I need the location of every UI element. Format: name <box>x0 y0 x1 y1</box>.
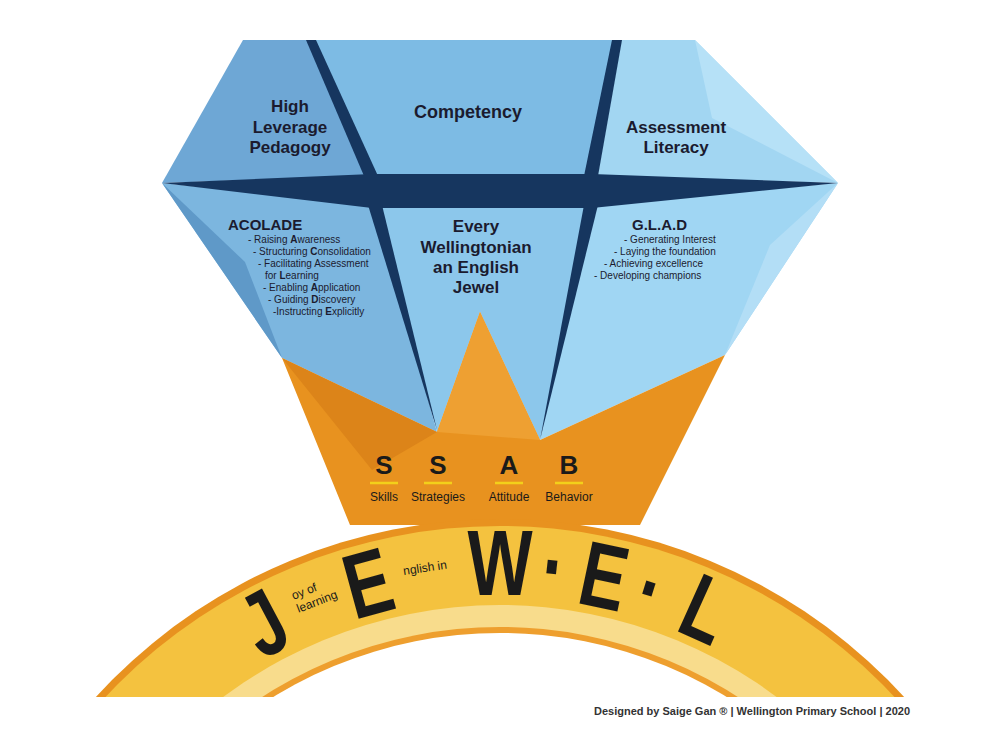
list-item: - Guiding Discovery <box>268 294 374 306</box>
list-item: - Raising Awareness <box>248 234 374 246</box>
facet-highlight <box>695 40 838 183</box>
ssab-letter: S <box>375 450 392 481</box>
diamond-facet <box>590 40 838 183</box>
label-holder: Attitude <box>489 490 530 504</box>
ssab-letter: B <box>560 450 579 481</box>
item-text: xplicitly <box>332 306 364 317</box>
ssab-letter: S <box>429 450 446 481</box>
item-text: earning <box>286 270 319 281</box>
ssab-word: Behavior <box>545 490 592 504</box>
item-text: pplication <box>318 282 360 293</box>
facet-heading: Competency <box>388 100 548 126</box>
letter-underline <box>495 482 523 485</box>
label-holder: W <box>467 517 532 609</box>
label-holder: · <box>626 541 676 636</box>
letter-underline <box>555 482 583 485</box>
crown <box>282 312 725 525</box>
facet-title: G.L.A.D <box>594 216 725 234</box>
item-text: -Instructing <box>273 306 325 317</box>
list-item: - Structuring Consolidation <box>253 246 374 258</box>
facet-highlight <box>725 183 838 355</box>
ring-dot: · <box>538 519 571 613</box>
item-text: - Structuring <box>253 246 310 257</box>
key-letter: C <box>310 246 317 257</box>
label-holder: Strategies <box>411 490 465 504</box>
ring-word: nglish in <box>403 557 449 578</box>
diamond-girdle <box>162 174 838 208</box>
label-holder: Skills <box>370 490 398 504</box>
diamond <box>162 40 838 440</box>
item-text: - Guiding <box>268 294 311 305</box>
ssab-word: Strategies <box>411 490 465 504</box>
ssab-letter: A <box>500 450 519 481</box>
facet-heading: Assessment Literacy <box>616 116 736 161</box>
ring-letter: L <box>668 559 744 660</box>
facet-title: Every Wellingtonian an English Jewel <box>416 217 536 299</box>
list-item: - Laying the foundation <box>614 246 725 258</box>
label-holder: nglish in <box>403 557 449 578</box>
key-letter: L <box>279 270 285 281</box>
facet-title: High Leverage Pedagogy <box>242 97 338 158</box>
facet-list: ACOLADE- Raising Awareness- Structuring … <box>226 214 376 320</box>
ring-dot: · <box>626 541 676 636</box>
item-text: - Raising <box>248 234 290 245</box>
facet-shade <box>162 183 282 358</box>
ssab-word: Attitude <box>489 490 530 504</box>
ring-word: oy of learning <box>290 571 347 616</box>
label-holder: A <box>500 450 519 481</box>
item-text: - Enabling <box>263 282 311 293</box>
label-holder: · <box>538 519 571 613</box>
label-holder: L <box>668 559 744 660</box>
letter-underline <box>370 482 398 485</box>
list-item: - Facilitating Assessment for Learning <box>258 258 374 282</box>
key-letter: A <box>290 234 297 245</box>
facet-edge <box>584 40 622 176</box>
label-holder: E <box>571 526 635 626</box>
label-holder: oy of learning <box>290 571 347 616</box>
key-letter: A <box>311 282 318 293</box>
facet-list: G.L.A.D- Generating Interest- Laying the… <box>592 214 727 284</box>
crown-highlight <box>437 312 540 440</box>
key-letter: E <box>325 306 332 317</box>
ring-cut <box>0 697 999 740</box>
credit-line: Designed by Saige Gan ® | Wellington Pri… <box>594 705 910 718</box>
crown-body <box>282 312 725 525</box>
facet-title: ACOLADE <box>228 216 374 234</box>
facet-title: Assessment Literacy <box>618 118 734 159</box>
list-item: - Generating Interest <box>624 234 725 246</box>
label-holder: B <box>560 450 579 481</box>
ssab-word: Skills <box>370 490 398 504</box>
ring-letter: W <box>467 517 532 609</box>
label-holder: Behavior <box>545 490 592 504</box>
key-letter: D <box>311 294 318 305</box>
label-holder: Designed by Saige Gan ® | Wellington Pri… <box>594 705 910 718</box>
ring-letter: E <box>571 526 635 626</box>
list-item: - Achieving excellence <box>604 258 725 270</box>
item-text: onsolidation <box>317 246 370 257</box>
label-holder: E <box>333 532 402 633</box>
facet-title: Competency <box>390 102 546 124</box>
facet-edge <box>540 205 598 440</box>
facet-heading: High Leverage Pedagogy <box>240 95 340 160</box>
list-item: -Instructing Explicitly <box>273 306 374 318</box>
label-holder: S <box>429 450 446 481</box>
list-item: - Developing champions <box>594 270 725 282</box>
facet-centre-heading: Every Wellingtonian an English Jewel <box>414 215 538 301</box>
letter-underline <box>424 482 452 485</box>
list-item: - Enabling Application <box>263 282 374 294</box>
label-holder: S <box>375 450 392 481</box>
crown-shade <box>282 358 437 470</box>
item-text: wareness <box>297 234 340 245</box>
ring-letter: E <box>333 532 402 633</box>
item-text: iscovery <box>319 294 356 305</box>
